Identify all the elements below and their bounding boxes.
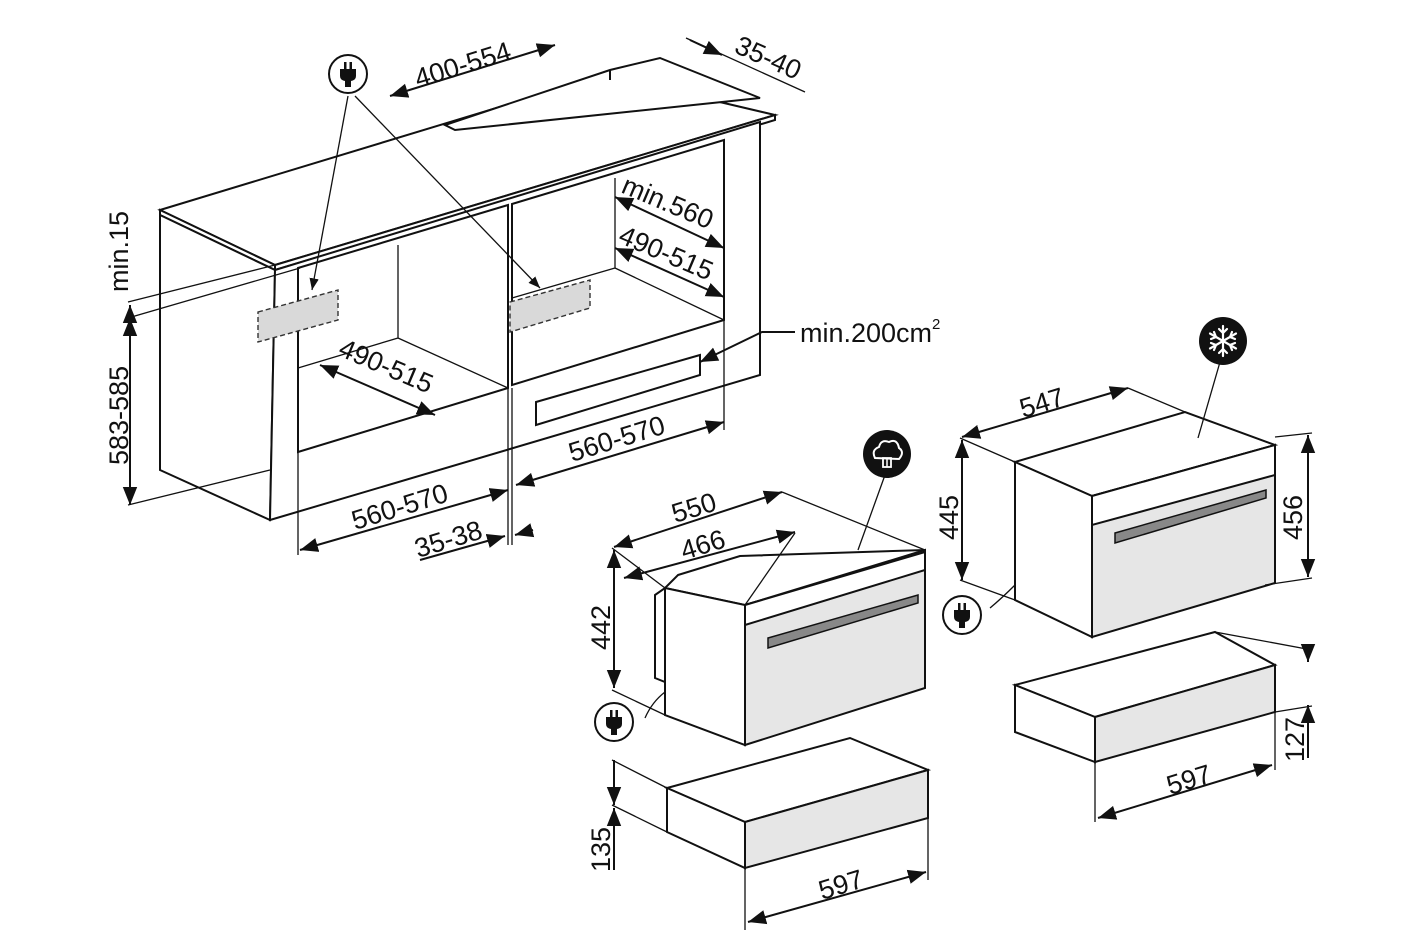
dim-drawer-b-height: 127	[1280, 717, 1310, 762]
vent-slot	[535, 353, 701, 427]
plug-icon	[594, 702, 634, 742]
plug-icon	[942, 595, 982, 635]
oven-a	[644, 548, 926, 747]
dim-oven-b-height: 456	[1278, 495, 1308, 540]
dim-oven-a-body-depth: 466	[677, 524, 729, 566]
dim-front-setback: 35-38	[411, 515, 486, 564]
dim-oven-b-depth: 547	[1016, 382, 1068, 424]
oven-b	[989, 410, 1279, 639]
drawer-a	[663, 736, 932, 870]
dim-oven-b-body-height: 445	[934, 495, 964, 540]
oven-b-handle[interactable]	[1114, 489, 1267, 545]
dim-oven-a-depth: 550	[668, 487, 720, 529]
dim-drawer-a-height: 135	[586, 827, 616, 872]
cabinet-side	[159, 213, 277, 522]
oven-a-side	[664, 586, 746, 747]
snowflake-icon	[1199, 317, 1247, 365]
power-box-right	[509, 279, 591, 333]
cabinet	[127, 37, 806, 555]
plug-icon	[328, 54, 368, 94]
dim-top-depth: 400-554	[411, 36, 515, 94]
dim-cabinet-height: 583-585	[104, 366, 134, 465]
dim-top-overhang: 35-40	[731, 30, 806, 85]
dim-min-top-gap: min.15	[104, 211, 134, 292]
steam-cloud-icon	[863, 430, 911, 478]
power-box-left	[257, 289, 339, 343]
dim-drawer-a-width: 597	[815, 864, 867, 906]
oven-a-handle[interactable]	[767, 594, 919, 650]
drawer-b	[1011, 630, 1278, 764]
dim-oven-a-height: 442	[586, 605, 616, 650]
dim-vent-area: min.200cm2	[800, 316, 940, 348]
dim-drawer-b-width: 597	[1163, 759, 1215, 801]
